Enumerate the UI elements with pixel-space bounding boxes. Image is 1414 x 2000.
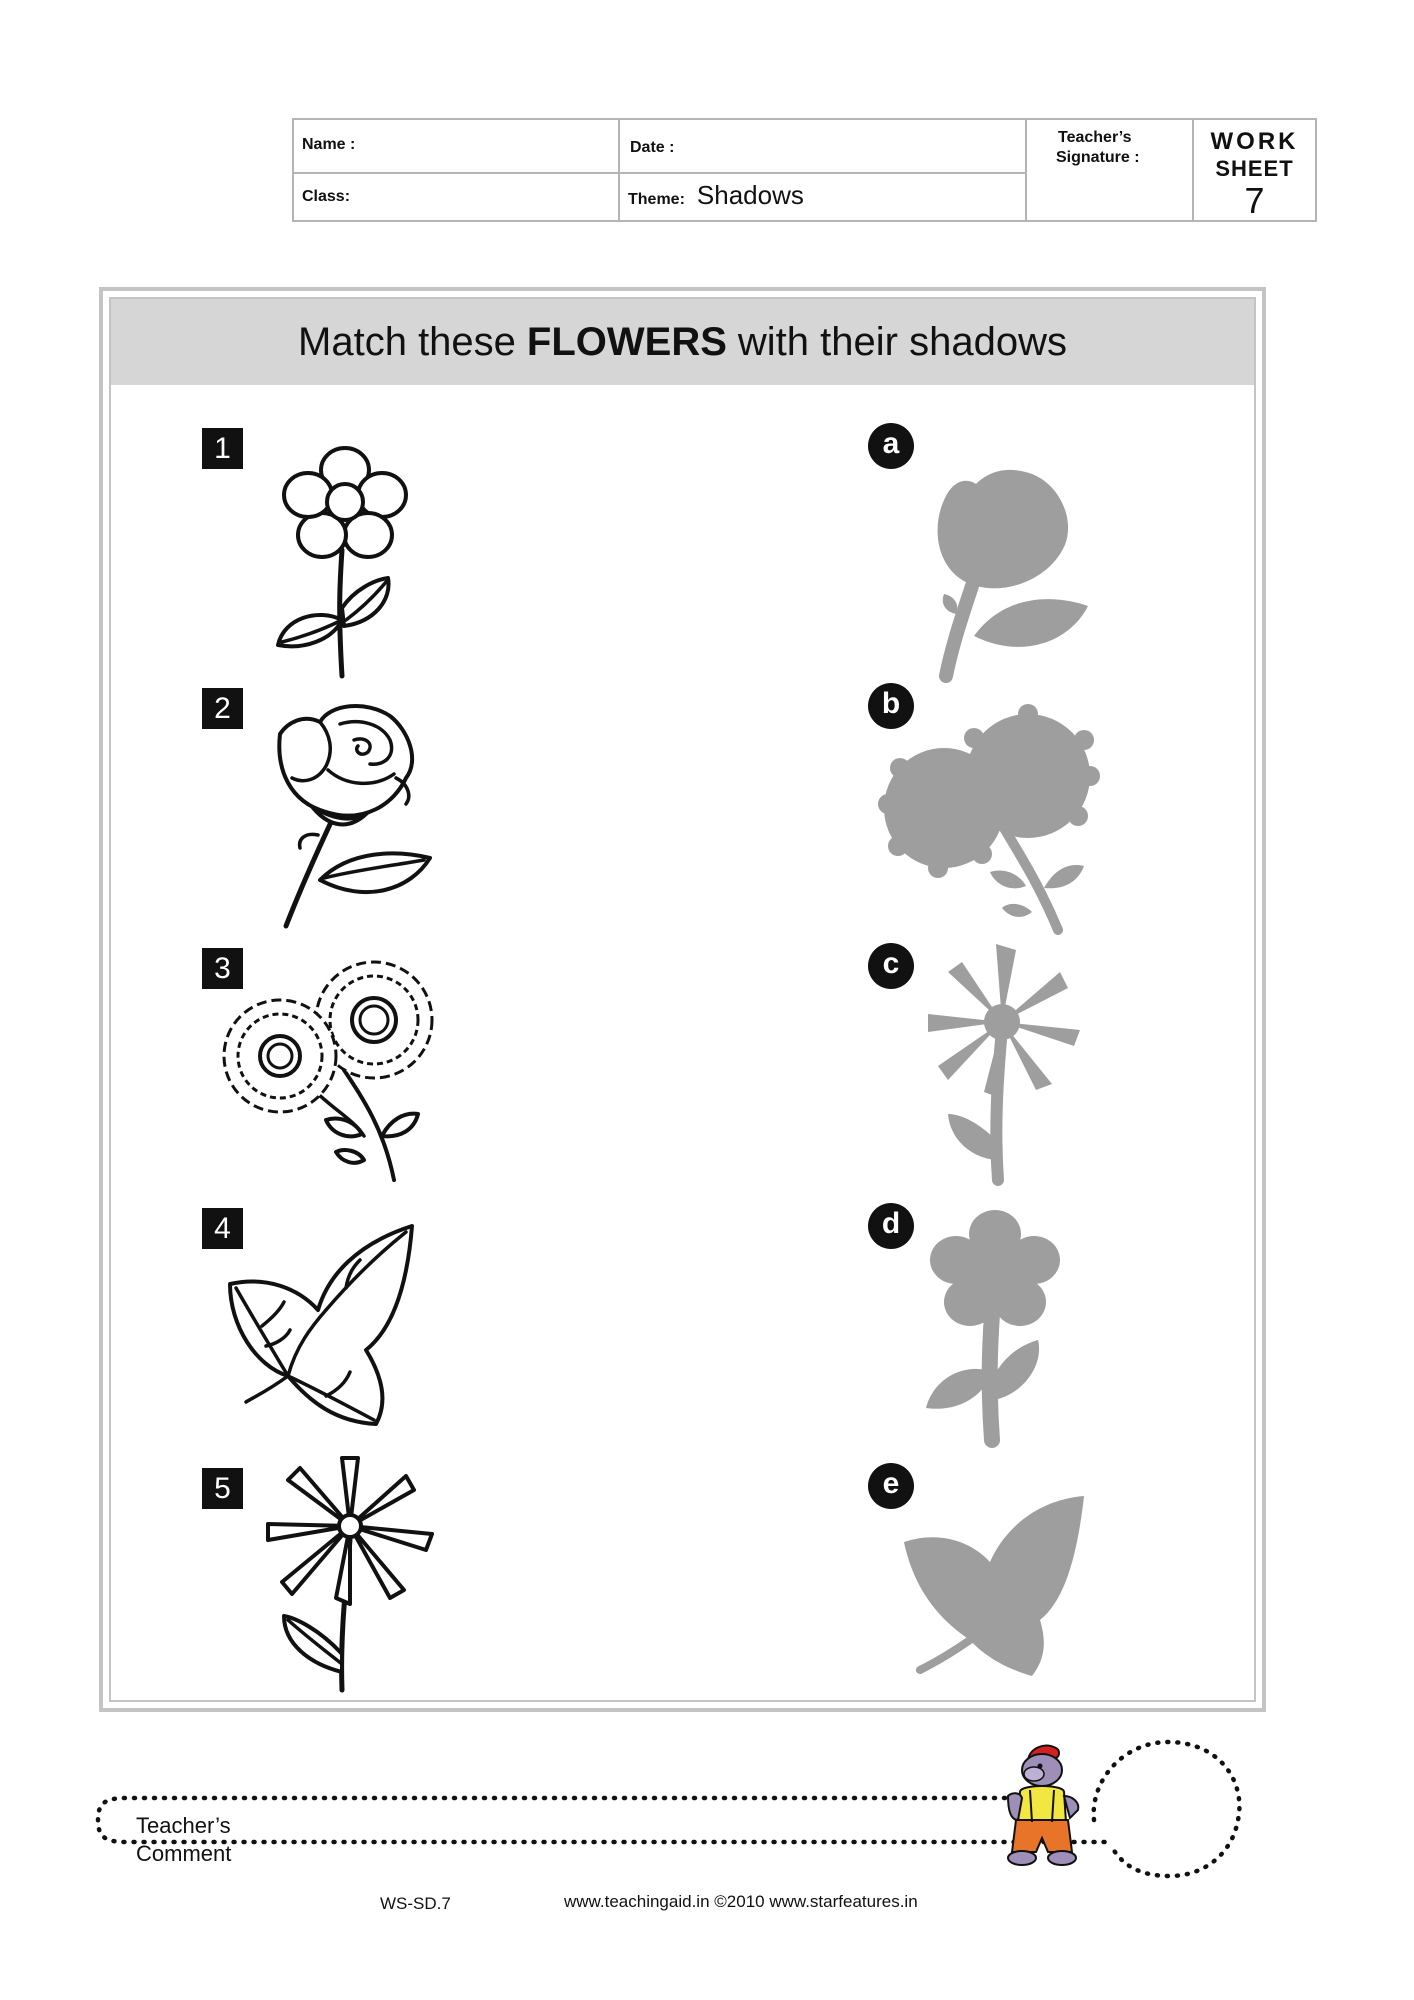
item-number-3: 3 bbox=[202, 948, 243, 989]
daisy-flower-icon bbox=[276, 446, 408, 679]
shadow-letter-c: c bbox=[868, 943, 914, 989]
theme-value: Shadows bbox=[696, 180, 804, 210]
worksheet-number: 7 bbox=[1244, 180, 1265, 221]
mascot-icon bbox=[1006, 1744, 1080, 1866]
divider bbox=[294, 172, 1025, 174]
header-table: Name : Date : Class: Theme: Shadows Teac… bbox=[292, 118, 1317, 222]
comment-line2: Comment bbox=[136, 1841, 232, 1866]
exercise-panel-inner: Match these FLOWERS with their shadows bbox=[109, 297, 1256, 1702]
star-flower-shadow-icon bbox=[928, 944, 1080, 1186]
date-label: Date : bbox=[630, 139, 675, 156]
sunflowers-shadow-icon bbox=[878, 704, 1100, 935]
divider bbox=[1192, 120, 1194, 220]
teacher-comment-label: Teacher’s Comment bbox=[136, 1812, 231, 1868]
ivy-leaf-icon bbox=[228, 1224, 414, 1426]
exercise-title: Match these FLOWERS with their shadows bbox=[111, 299, 1254, 385]
title-suffix: with their shadows bbox=[737, 319, 1067, 364]
footer-website: www.teachingaid.in ©2010 www.starfeature… bbox=[564, 1892, 918, 1911]
item-number-1: 1 bbox=[202, 428, 243, 469]
rose-shadow-icon bbox=[937, 469, 1088, 683]
signature-label-line2: Signature : bbox=[1056, 149, 1140, 166]
shadow-letter-e: e bbox=[868, 1463, 914, 1509]
signature-label-line1: Teacher’s bbox=[1058, 129, 1132, 146]
comment-box-dotted-border bbox=[95, 1739, 1242, 1879]
teacher-signature-label: Teacher’s Signature : bbox=[1046, 128, 1186, 168]
ivy-leaf-shadow-icon bbox=[904, 1496, 1084, 1676]
comment-line1: Teacher’s bbox=[136, 1813, 231, 1838]
worksheet-line1: WORK bbox=[1210, 128, 1299, 155]
title-bold: FLOWERS bbox=[526, 319, 727, 364]
divider bbox=[618, 120, 620, 220]
star-flower-icon bbox=[266, 1456, 434, 1693]
item-number-2: 2 bbox=[202, 688, 243, 729]
theme-field: Theme: Shadows bbox=[628, 180, 804, 211]
item-number-4: 4 bbox=[202, 1208, 243, 1249]
sunflowers-pair-icon bbox=[222, 960, 434, 1182]
worksheet-badge: WORK SHEET 7 bbox=[1194, 120, 1315, 221]
worksheet-line2: SHEET bbox=[1215, 156, 1294, 181]
name-label: Name : bbox=[302, 136, 356, 153]
shadow-letter-b: b bbox=[868, 683, 914, 729]
shadow-letter-a: a bbox=[868, 423, 914, 469]
class-label: Class: bbox=[302, 188, 351, 205]
daisy-shadow-icon bbox=[926, 1210, 1060, 1448]
rose-icon bbox=[277, 704, 432, 929]
item-number-5: 5 bbox=[202, 1468, 243, 1509]
worksheet-code: WS-SD.7 bbox=[380, 1894, 451, 1913]
shadow-letter-d: d bbox=[868, 1203, 914, 1249]
title-prefix: Match these bbox=[298, 319, 516, 364]
divider bbox=[1025, 120, 1027, 220]
theme-label: Theme: bbox=[628, 191, 685, 208]
